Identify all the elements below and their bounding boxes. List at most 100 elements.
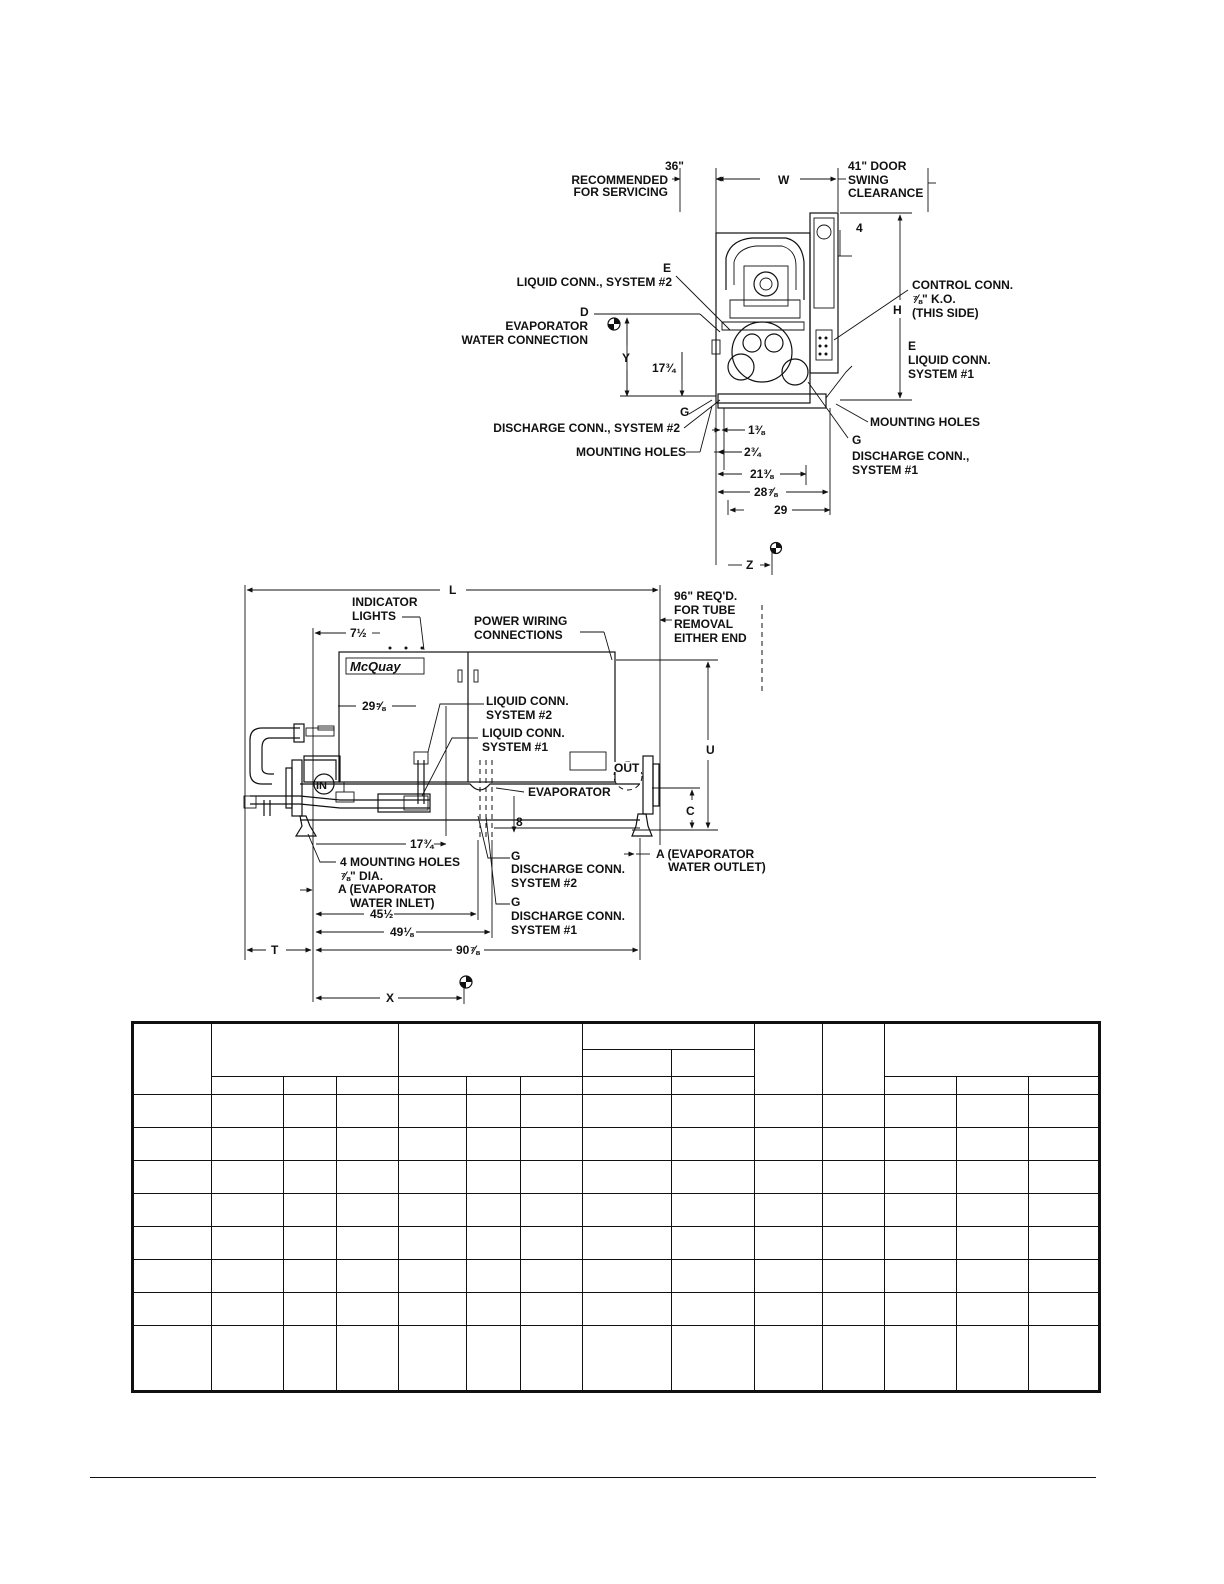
liquid-conn-1-text-2: SYSTEM #1 [482, 740, 548, 754]
discharge-conn-1-letter: G [852, 433, 861, 447]
liquid-conn-1-text-2: SYSTEM #1 [908, 367, 974, 381]
mounting-holes-left-label: MOUNTING HOLES [576, 445, 686, 459]
evap-inlet-text-2: WATER INLET) [350, 896, 434, 910]
liquid-conn-1-text-1: LIQUID CONN. [482, 726, 565, 740]
dim-17-3-4-side-label: 17¾ [410, 837, 434, 851]
door-clearance-text-1: 41" DOOR [848, 159, 907, 173]
table-row [132, 1292, 1101, 1326]
mounting-holes-text-1: 4 MOUNTING HOLES [340, 855, 460, 869]
table-row [132, 1193, 1101, 1227]
end-view: 36" RECOMMENDED FOR SERVICING W 41" DOOR… [462, 159, 1013, 575]
liquid-conn-2-letter: E [663, 261, 671, 275]
u-label: U [706, 743, 715, 757]
discharge-conn-2-text-2: SYSTEM #2 [511, 876, 577, 890]
tube-removal-text-1: 96" REQ'D. [674, 589, 737, 603]
dim-29-5-8-label: 29⅝ [362, 699, 386, 713]
brand-logo: McQuay [350, 659, 401, 674]
table-row [132, 1127, 1101, 1161]
table-row [132, 1094, 1101, 1128]
discharge-conn-1-text-2: SYSTEM #1 [511, 923, 577, 937]
dim-1-3-8-label: 1⅜ [748, 423, 766, 437]
service-clearance-text-1: 36" [665, 159, 684, 173]
table-header-cell [671, 1049, 756, 1077]
table-row [132, 1226, 1101, 1260]
dim-17-3-4-label: 17¾ [652, 361, 676, 375]
evap-conn-letter: D [580, 305, 589, 319]
discharge-conn-2-text-1: DISCHARGE CONN. [511, 862, 625, 876]
y-label: Y [622, 351, 630, 365]
table-header-cell [398, 1076, 468, 1095]
discharge-conn-1-letter: G [511, 895, 520, 909]
table-header-cell [520, 1076, 584, 1095]
dim-28-7-8-label: 28⅞ [754, 485, 778, 499]
service-clearance-text-2: RECOMMENDED [571, 173, 668, 187]
table-header-cell [283, 1076, 337, 1095]
service-clearance-text-3: FOR SERVICING [574, 185, 668, 199]
table-header-cell [582, 1022, 756, 1050]
control-conn-text-2: ⅞" K.O. [912, 292, 956, 306]
indicator-lights-text-1: INDICATOR [352, 595, 418, 609]
dim-2-3-4-label: 2¾ [744, 445, 762, 459]
evap-conn-text-2: WATER CONNECTION [462, 333, 588, 347]
table-header-cell [754, 1022, 824, 1095]
in-label: IN [316, 780, 327, 792]
table-row [132, 1259, 1101, 1293]
evap-conn-text-1: EVAPORATOR [505, 319, 588, 333]
table-row [132, 1325, 1101, 1392]
width-label: W [778, 173, 790, 187]
table-header-cell [210, 1022, 400, 1077]
height-label: H [893, 303, 902, 317]
dim-7-1-2-label: 7½ [350, 626, 367, 640]
evap-outlet-text-1: A (EVAPORATOR [656, 847, 755, 861]
tube-removal-text-4: EITHER END [674, 631, 747, 645]
door-clearance-text-2: SWING [848, 173, 889, 187]
dim-21-3-8-label: 21⅜ [750, 467, 774, 481]
power-wiring-text-1: POWER WIRING [474, 614, 567, 628]
evap-inlet-text-1: A (EVAPORATOR [338, 882, 437, 896]
side-view: McQuay [243, 583, 766, 1005]
liquid-conn-1-letter: E [908, 339, 916, 353]
control-conn-text-3: (THIS SIDE) [912, 306, 979, 320]
control-conn-text-1: CONTROL CONN. [912, 278, 1013, 292]
mounting-holes-text-2: ⅞" DIA. [340, 869, 383, 883]
liquid-conn-1-text-1: LIQUID CONN. [908, 353, 991, 367]
dim-8-label: 8 [516, 815, 523, 829]
table-header-cell [884, 1076, 958, 1095]
dim-29-label: 29 [774, 503, 788, 517]
liquid-conn-2-label: LIQUID CONN., SYSTEM #2 [517, 275, 673, 289]
equipment-drawing: 36" RECOMMENDED FOR SERVICING W 41" DOOR… [243, 159, 1013, 1005]
tube-removal-text-2: FOR TUBE [674, 603, 735, 617]
liquid-conn-2-text-1: LIQUID CONN. [486, 694, 569, 708]
table-header-cell [335, 1076, 400, 1095]
discharge-conn-1-text-2: SYSTEM #1 [852, 463, 918, 477]
table-header-cell [398, 1022, 584, 1077]
discharge-conn-1-text-1: DISCHARGE CONN. [511, 909, 625, 923]
dim-45-1-2-label: 45½ [370, 907, 393, 921]
table-header-cell [211, 1076, 284, 1095]
table-header-cell [671, 1076, 756, 1095]
table-header-cell [466, 1076, 522, 1095]
dim-4-label: 4 [856, 221, 863, 235]
table-header-cell [1028, 1076, 1101, 1095]
mounting-holes-right-label: MOUNTING HOLES [870, 415, 980, 429]
evaporator-label: EVAPORATOR [528, 785, 611, 799]
dim-49-1-8-label: 49⅛ [390, 925, 414, 939]
table-row [132, 1160, 1101, 1194]
table-header-cell [582, 1076, 673, 1095]
footer-rule [90, 1477, 1096, 1478]
table-header-cell [822, 1022, 886, 1095]
discharge-conn-2-letter: G [511, 849, 520, 863]
table-header-cell [582, 1049, 673, 1077]
table-header-cell [132, 1022, 212, 1095]
dim-90-7-8-label: 90⅞ [456, 943, 480, 957]
z-label: Z [746, 558, 753, 572]
discharge-conn-2-letter: G [680, 405, 689, 419]
x-label: X [386, 991, 394, 1005]
table-header-cell [956, 1076, 1030, 1095]
indicator-lights-text-2: LIGHTS [352, 609, 396, 623]
liquid-conn-2-text-2: SYSTEM #2 [486, 708, 552, 722]
discharge-conn-1-text-1: DISCHARGE CONN., [852, 449, 969, 463]
dimensions-table [131, 1021, 1102, 1393]
c-label: C [686, 804, 695, 818]
length-label: L [449, 583, 456, 597]
